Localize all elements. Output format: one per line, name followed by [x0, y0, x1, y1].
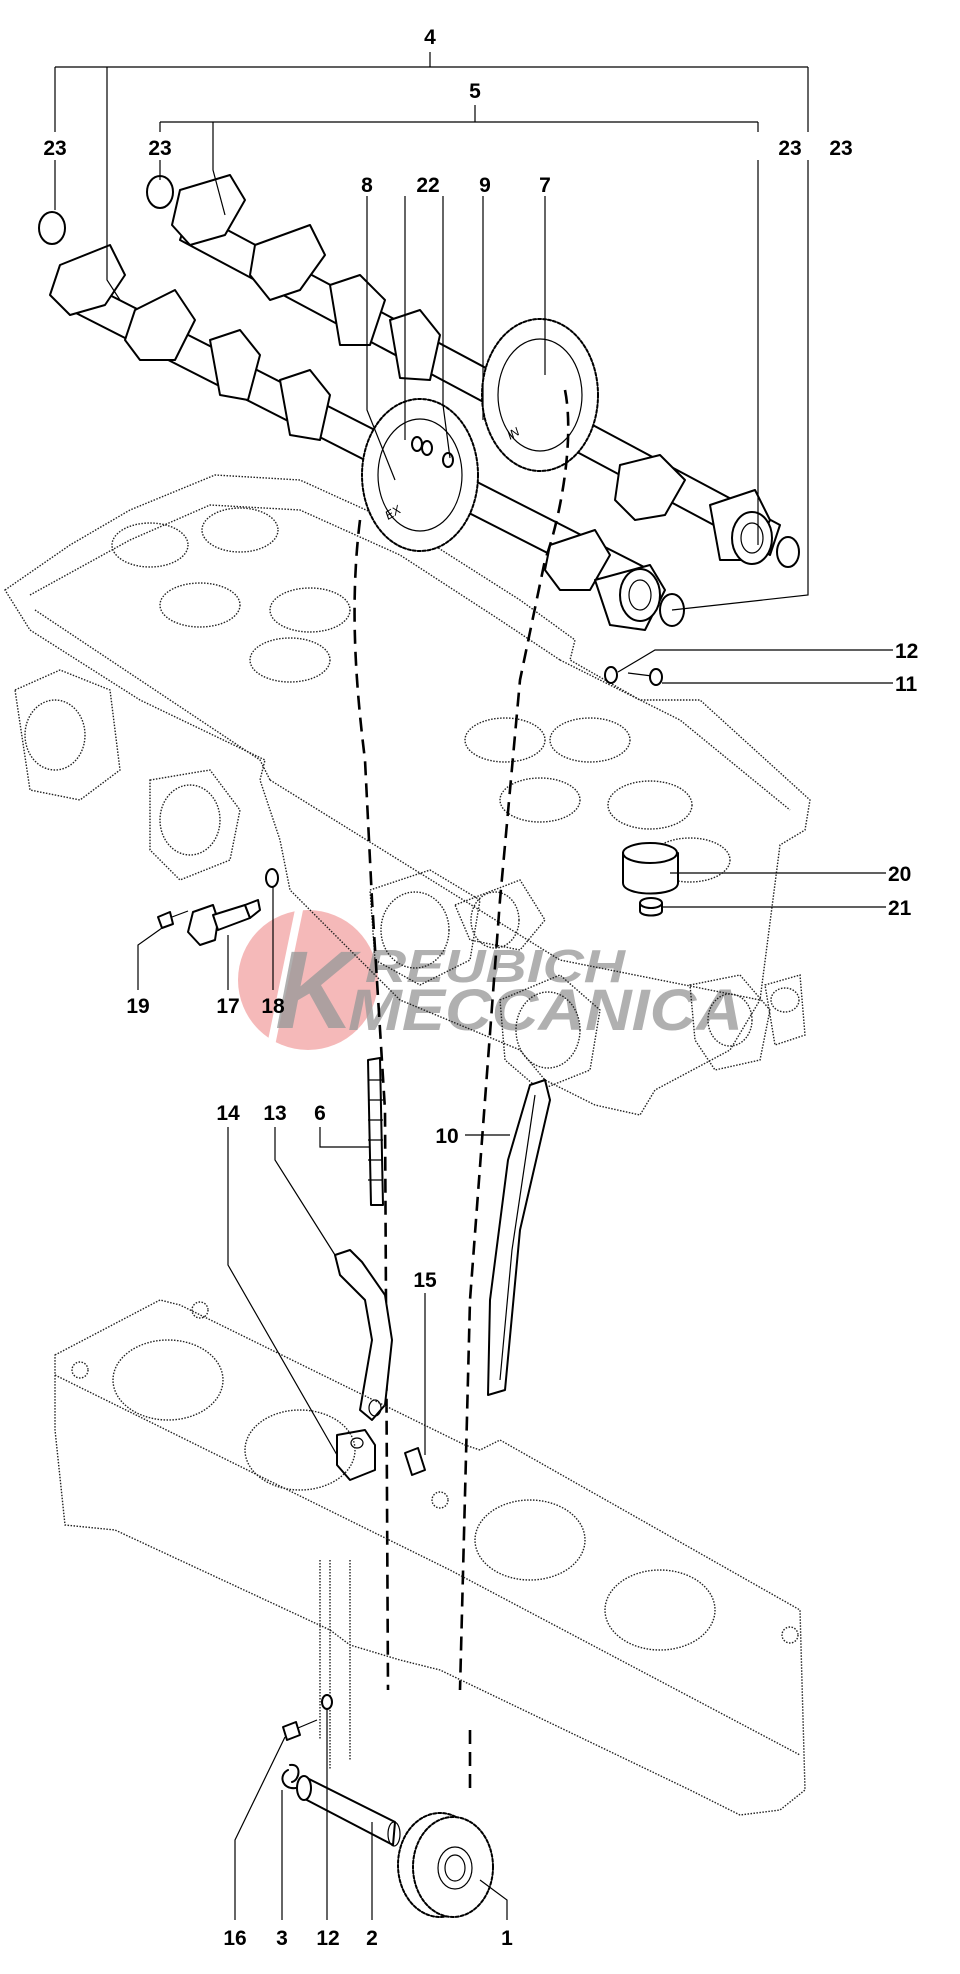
- shaft-2: [296, 1775, 401, 1847]
- callout-14: 14: [216, 1102, 240, 1125]
- callout-9: 9: [479, 174, 491, 197]
- watermark-slash: [264, 904, 304, 1061]
- gasket-18: [265, 868, 279, 888]
- intake-camshaft: [171, 174, 781, 565]
- callout-21: 21: [888, 897, 912, 920]
- callout-19: 19: [126, 995, 149, 1018]
- callout-10: 10: [435, 1125, 458, 1148]
- tensioner-slider: [334, 1249, 393, 1421]
- callout-11: 11: [895, 673, 918, 696]
- callout-7: 7: [539, 174, 551, 197]
- sprocket-bolts: [411, 436, 454, 468]
- callout-23: 23: [148, 137, 171, 160]
- callout-12: 12: [895, 640, 918, 663]
- exhaust-sprocket: EX: [361, 398, 479, 552]
- bolt-16: [282, 1719, 318, 1741]
- callout-23: 23: [43, 137, 66, 160]
- callout-1: 1: [501, 1927, 513, 1950]
- cap-left-outer: [38, 211, 66, 245]
- shim-21: [639, 897, 663, 917]
- tensioner-17: [187, 899, 261, 946]
- callout-23: 23: [778, 137, 801, 160]
- watermark-line2: MECCANICA: [348, 978, 743, 1043]
- bolt-11: [627, 668, 663, 686]
- drive-gear-1: [397, 1812, 494, 1918]
- pin: [404, 1447, 426, 1476]
- callout-12: 12: [316, 1927, 339, 1950]
- callout-5: 5: [469, 80, 481, 103]
- cylinder-block: [54, 1299, 806, 1816]
- callout-17: 17: [216, 995, 239, 1018]
- callout-16: 16: [223, 1927, 246, 1950]
- watermark-logo-letter: K: [275, 929, 362, 1052]
- callout-22: 22: [416, 174, 439, 197]
- bolt-19: [157, 910, 189, 929]
- callout-labels: 4 5 23 23 23 23 8 22 9 7 12 11 20 21 19 …: [43, 26, 918, 1950]
- callout-23: 23: [829, 137, 852, 160]
- washer-12-lower: [321, 1694, 333, 1710]
- chain-guide: [487, 1079, 551, 1396]
- leader-lines: [54, 52, 893, 1920]
- callout-18: 18: [261, 995, 285, 1018]
- callout-6: 6: [314, 1102, 326, 1125]
- tappet-20: [622, 842, 679, 895]
- callout-15: 15: [413, 1269, 437, 1292]
- cam-caps: [38, 175, 800, 627]
- callout-3: 3: [276, 1927, 288, 1950]
- callout-2: 2: [366, 1927, 378, 1950]
- callout-8: 8: [361, 174, 373, 197]
- chain-path: [353, 389, 570, 1790]
- callout-4: 4: [424, 26, 436, 49]
- callout-20: 20: [888, 863, 911, 886]
- washer-12-upper: [604, 666, 618, 684]
- slider-support: [336, 1429, 376, 1481]
- cap-left-inner: [146, 175, 174, 209]
- watermark: K REUBICH MECCANICA: [238, 904, 743, 1061]
- cap-right-inner: [776, 536, 800, 568]
- intake-sprocket: IN: [481, 318, 599, 472]
- timing-chain: [367, 1057, 384, 1206]
- circlip-3: [281, 1763, 300, 1790]
- callout-13: 13: [263, 1102, 286, 1125]
